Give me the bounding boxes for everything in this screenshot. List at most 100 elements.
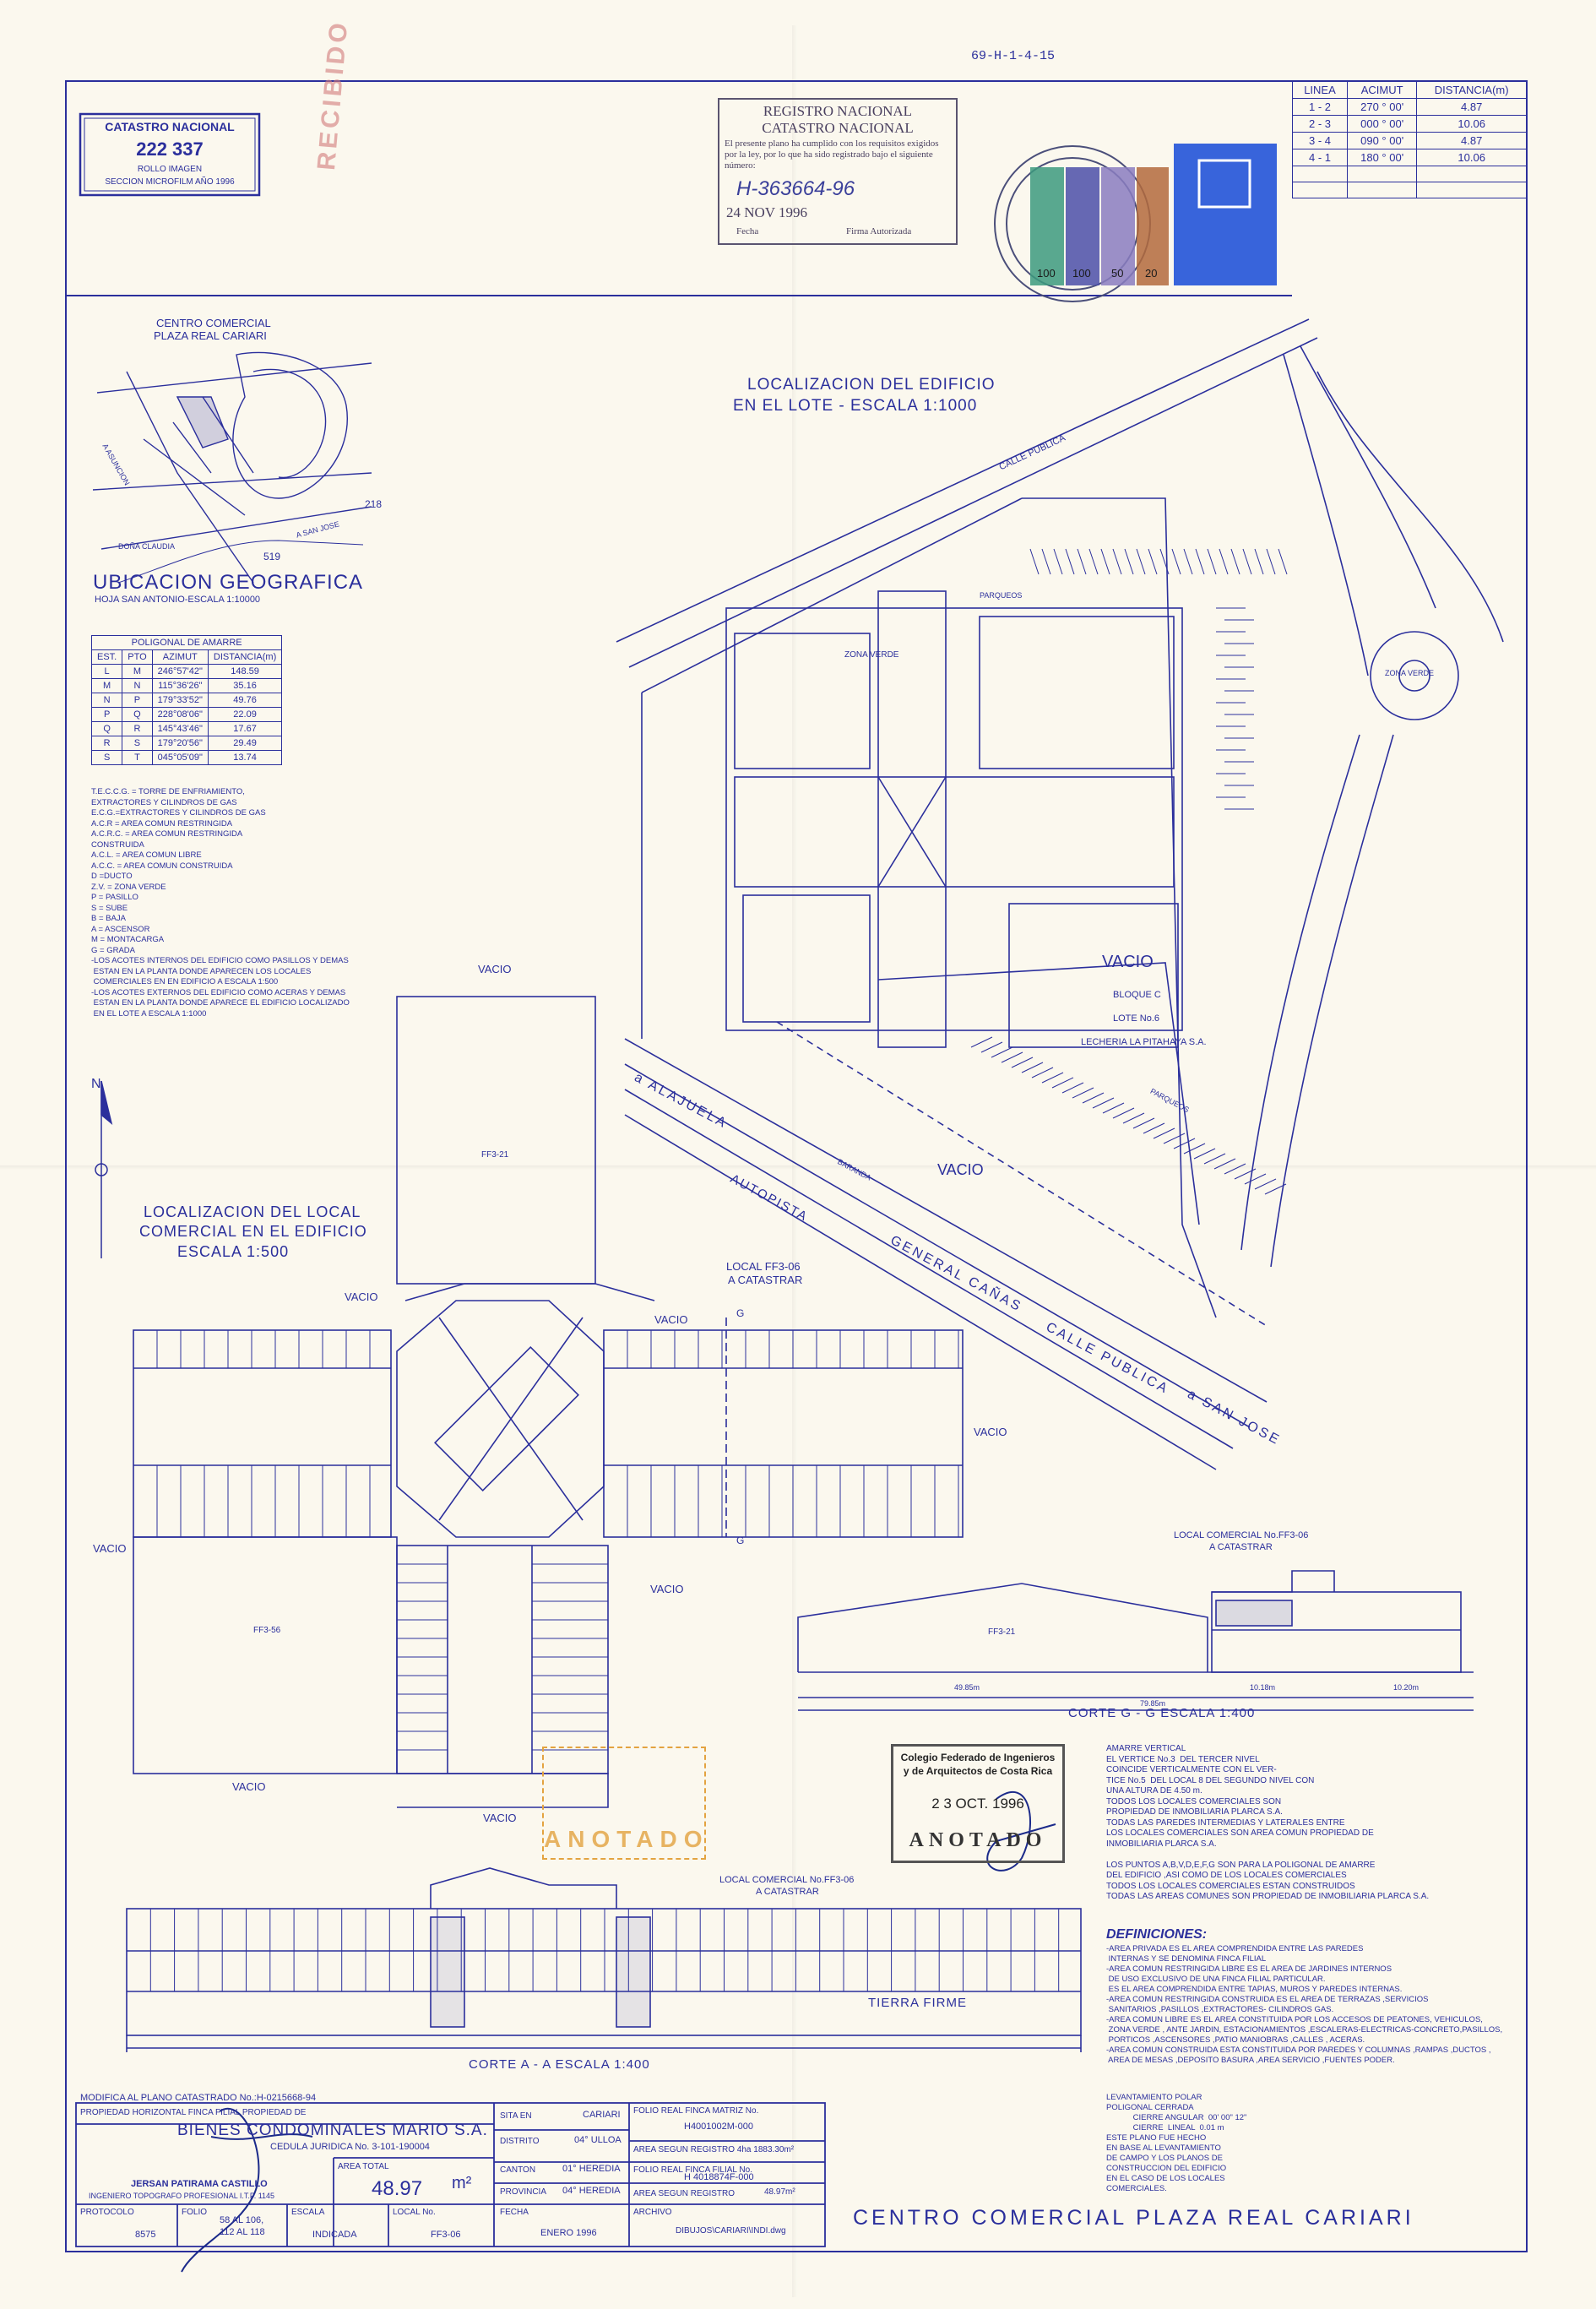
parking-stripe	[980, 1041, 1003, 1053]
parking-stripe	[1031, 1067, 1054, 1078]
site-plan-title-1: LOCALIZACION DEL EDIFICIO	[747, 376, 996, 394]
canton-value: 01° HEREDIA	[562, 2164, 621, 2174]
location-dona: DOÑA CLAUDIA	[118, 542, 176, 551]
parking-stripe	[970, 1036, 993, 1048]
north-arrow	[95, 1080, 113, 1258]
local-no-label: LOCAL No.	[393, 2208, 436, 2217]
poligonal-header-cell: DISTANCIA(m)	[207, 649, 283, 665]
poligonal-table: POLIGONAL DE AMARRE EST. PTO AZIMUT DIST…	[90, 635, 283, 765]
sheet-code: 69-H-1-4-15	[971, 49, 1056, 63]
legend-notes: T.E.C.C.G. = TORRE DE ENFRIAMIENTO, EXTR…	[91, 787, 350, 1019]
protocolo-label: PROTOCOLO	[80, 2208, 134, 2217]
parking-stripe	[1183, 1143, 1206, 1154]
section-aa-label-1: LOCAL COMERCIAL No.FF3-06	[719, 1875, 855, 1885]
colegio-line-2: y de Arquitectos de Costa Rica	[903, 1765, 1053, 1777]
local-plan-linework	[133, 996, 964, 1808]
local-vacio-right: VACIO	[974, 1426, 1007, 1438]
catastro-number: 222 337	[136, 139, 204, 160]
parking-stripe	[1153, 1127, 1175, 1139]
local-stalls	[133, 1330, 959, 1751]
table-cell: S	[122, 736, 153, 751]
area-total-value: 48.97	[372, 2177, 423, 2200]
location-title: UBICACION GEOGRAFICA	[93, 571, 364, 594]
parking-stripe	[1173, 1138, 1196, 1149]
colegio-line-1: Colegio Federado de Ingenieros	[900, 1752, 1056, 1763]
parking-stripe	[1234, 1168, 1257, 1180]
table-cell: 2 - 3	[1292, 115, 1348, 133]
area-total-label: AREA TOTAL	[338, 2162, 389, 2171]
modifica-label: MODIFICA AL PLANO CATASTRADO No.:H-02156…	[80, 2093, 317, 2103]
levantamiento-notes: LEVANTAMIENTO POLAR POLIGONAL CERRADA CI…	[1106, 2093, 1247, 2193]
site-plan-linework	[616, 318, 1504, 1470]
parking-stripe	[991, 1046, 1013, 1058]
colegio-date: 2 3 OCT. 1996	[931, 1796, 1024, 1812]
parking-stripe	[1102, 1102, 1125, 1114]
parking-stripe	[1264, 1183, 1287, 1195]
section-gg-dim-3: 10.18m	[1250, 1683, 1276, 1692]
parking-stripe	[1112, 548, 1122, 575]
site-zona-verde-2: ZONA VERDE	[844, 650, 899, 660]
parking-stripe	[1195, 548, 1205, 575]
section-aa-title: CORTE A - A ESCALA 1:400	[469, 2057, 650, 2072]
parking-stripe	[1278, 548, 1288, 575]
distrito-label: DISTRITO	[500, 2137, 540, 2146]
table-cell: L	[90, 664, 123, 679]
parking-stripe	[1082, 1092, 1105, 1104]
section-gg-dim-1: 49.85m	[954, 1683, 980, 1692]
table-cell: M	[90, 678, 123, 693]
folio-filial-label: FOLIO REAL FINCA FILIAL No.	[633, 2165, 752, 2175]
local-plan-title-2: COMERCIAL EN EL EDIFICIO	[139, 1223, 367, 1240]
area-registro-2-value: 48.97m²	[764, 2187, 795, 2197]
linea-table-header: LINEA ACIMUT DISTANCIA(m)	[1292, 81, 1527, 99]
parking-stripe	[1207, 548, 1217, 575]
parking-stripe	[1143, 1122, 1165, 1134]
parking-stripe	[1159, 548, 1170, 575]
parking-stripe	[1041, 1072, 1064, 1084]
section-aa-tierra: TIERRA FIRME	[868, 1996, 968, 2010]
table-cell: N	[122, 678, 153, 693]
section-aa-label-2: A CATASTRAR	[756, 1887, 819, 1897]
table-cell: 49.76	[207, 693, 283, 708]
parking-stripe	[1061, 1082, 1084, 1094]
table-cell: 148.59	[207, 664, 283, 679]
local-label: LOCAL FF3-06	[726, 1260, 801, 1273]
section-aa-linework	[126, 1867, 1082, 2052]
registro-number: H-363664-96	[736, 177, 855, 200]
sita-value: CARIARI	[583, 2110, 621, 2120]
table-cell: 179°33'52"	[151, 693, 209, 708]
local-ff3-21: FF3-21	[481, 1150, 509, 1160]
provincia-label: PROVINCIA	[500, 2187, 547, 2197]
local-vacio-left: VACIO	[345, 1290, 378, 1303]
site-bloque: BLOQUE C	[1113, 990, 1161, 1000]
registro-date: 24 NOV 1996	[726, 204, 808, 220]
owner-name: BIENES CONDOMINALES MARIO S.A.	[177, 2122, 488, 2139]
parking-stripe	[1122, 1112, 1145, 1124]
poligonal-header-cell: PTO	[122, 649, 153, 665]
archivo-value: DIBUJOS\CARIARI\INDI.dwg	[676, 2226, 786, 2236]
local-vacio-bottom2: VACIO	[232, 1780, 266, 1793]
engineer-title: INGENIERO TOPOGRAFO PROFESIONAL I.T.P. 1…	[89, 2192, 275, 2200]
parking-stripe	[1011, 1057, 1034, 1068]
fold-line-horizontal	[0, 1165, 1596, 1170]
parking-stripe	[1230, 548, 1240, 575]
table-cell: 000 ° 00'	[1346, 115, 1418, 133]
table-cell: 22.09	[207, 707, 283, 722]
parking-stripe	[1266, 548, 1276, 575]
parking-stripe	[1254, 1178, 1277, 1190]
table-cell: Q	[122, 707, 153, 722]
folio-filial-value: H 4018874F-000	[684, 2172, 754, 2182]
folio-matriz-value: H4001002M-000	[684, 2122, 753, 2132]
escala-label: ESCALA	[291, 2208, 325, 2217]
catastro-section: SECCION MICROFILM AÑO 1996	[105, 177, 235, 187]
section-gg-dim-4: 10.20m	[1393, 1683, 1420, 1692]
site-vacio-2: VACIO	[937, 1161, 984, 1178]
local-vacio-left2: VACIO	[93, 1542, 127, 1555]
parking-stripe	[1092, 1097, 1115, 1109]
stamp-value-1: 100	[1037, 267, 1056, 280]
